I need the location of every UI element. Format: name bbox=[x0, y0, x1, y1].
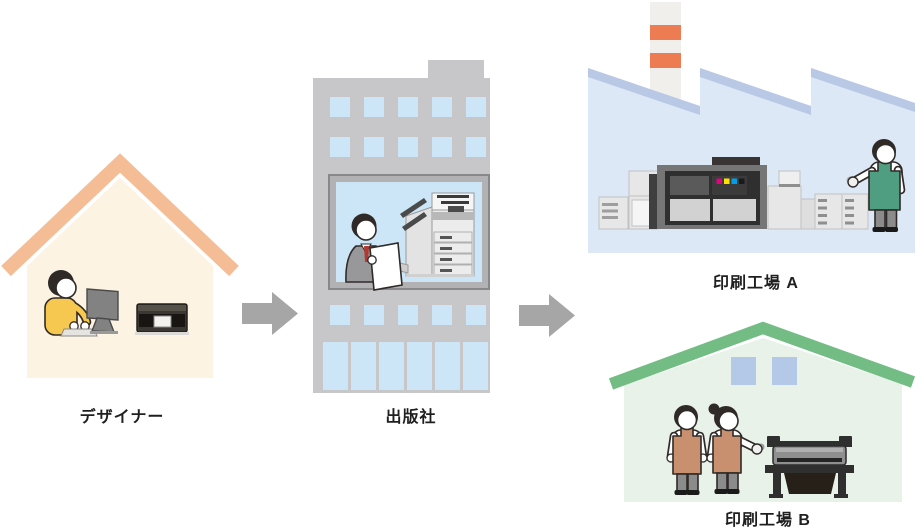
editor-person-icon bbox=[345, 213, 403, 291]
computer-monitor-icon bbox=[86, 288, 119, 334]
cmyk-ink-dots bbox=[716, 178, 745, 184]
office-copier-icon bbox=[395, 192, 475, 277]
designer-house bbox=[1, 153, 239, 378]
desktop-printer-icon bbox=[135, 303, 189, 335]
chimney-icon bbox=[650, 2, 681, 105]
factory-b bbox=[608, 321, 916, 502]
large-format-printer-icon bbox=[765, 436, 854, 498]
arrow-right-icon bbox=[242, 292, 298, 335]
building-windows bbox=[330, 97, 486, 325]
publisher-building bbox=[313, 60, 490, 393]
arrow-right-icon bbox=[519, 294, 575, 337]
printing-press-icon bbox=[598, 157, 869, 230]
factory-a-sawtooth-roof bbox=[588, 68, 915, 115]
factory-b-label: 印刷工場 B bbox=[724, 512, 811, 529]
factory-worker-icon bbox=[846, 139, 906, 232]
factory-b-roof bbox=[608, 321, 916, 390]
factory-a bbox=[588, 2, 915, 253]
rooftop-structure bbox=[428, 60, 484, 80]
designer-person-icon bbox=[44, 270, 92, 336]
editorial-office-window bbox=[328, 174, 490, 291]
print-staff-icon bbox=[666, 403, 765, 495]
publisher-label: 出版社 bbox=[385, 409, 437, 426]
designer-label: デザイナー bbox=[79, 409, 165, 426]
factory-b-windows bbox=[731, 357, 797, 385]
factory-a-label: 印刷工場 A bbox=[712, 275, 799, 292]
manuscript-paper-icon bbox=[369, 242, 403, 291]
keyboard-icon bbox=[60, 328, 98, 337]
ground-floor-windows bbox=[323, 342, 488, 390]
house-roof bbox=[1, 153, 239, 277]
